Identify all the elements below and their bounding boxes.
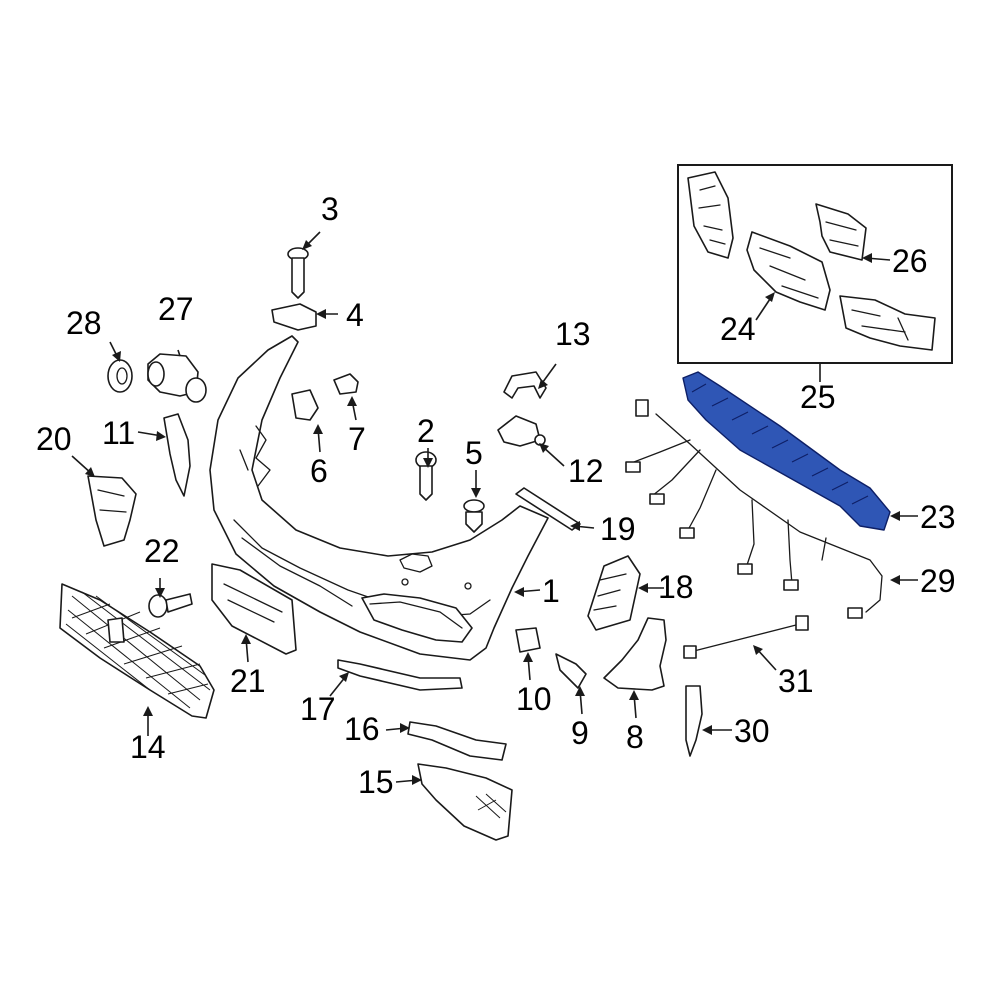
callout-3: 3	[321, 191, 339, 227]
part-18-grille-insert[interactable]	[587, 555, 641, 631]
part-7-stud[interactable]	[333, 373, 359, 395]
part-11-bracket[interactable]	[163, 413, 191, 497]
callout-31: 31	[778, 663, 814, 699]
callout-11: 11	[102, 415, 135, 451]
part-6-nut[interactable]	[291, 389, 319, 421]
callout-12: 12	[568, 453, 604, 489]
callout-20: 20	[36, 421, 72, 457]
part-14-lower-grille[interactable]	[59, 583, 215, 719]
callout-14: 14	[130, 729, 166, 765]
callout-25: 25	[800, 379, 836, 415]
callout-4: 4	[346, 297, 364, 333]
part-30-temp-sensor[interactable]	[685, 685, 703, 757]
part-4-clip[interactable]	[271, 303, 317, 331]
part-8-mount-bracket[interactable]	[603, 617, 667, 691]
callout-27: 27	[158, 291, 194, 327]
part-17-trim-strip[interactable]	[337, 659, 463, 691]
callout-7: 7	[348, 421, 366, 457]
part-28-sensor-ring[interactable]	[107, 359, 133, 393]
part-29-wiring-harness[interactable]	[625, 399, 883, 619]
callout-5: 5	[465, 435, 483, 471]
callout-6: 6	[310, 453, 328, 489]
inset-frame	[677, 164, 953, 364]
callout-labels: 1 2 3 4 5 6 7 8 9 10 11 12 13 14 15 16 1…	[36, 191, 956, 800]
callout-24: 24	[720, 311, 756, 347]
callout-13: 13	[555, 316, 591, 352]
part-15-fog-lamp-bezel[interactable]	[417, 763, 513, 841]
callout-30: 30	[734, 713, 770, 749]
callout-21: 21	[230, 663, 266, 699]
callout-10: 10	[516, 681, 552, 717]
callout-18: 18	[658, 569, 694, 605]
leader-lines	[71, 231, 918, 785]
part-21-license-plate-bracket[interactable]	[211, 563, 297, 655]
callout-26: 26	[892, 243, 928, 279]
callout-16: 16	[344, 711, 380, 747]
part-10-clip[interactable]	[515, 627, 541, 653]
part-5-clip[interactable]	[463, 499, 485, 533]
part-24-bracket[interactable]	[687, 171, 831, 311]
part-27-parking-sensor[interactable]	[147, 353, 207, 403]
part-23-impact-absorber[interactable]	[682, 371, 891, 531]
part-31-sensor-cable[interactable]	[683, 615, 809, 659]
part-16-trim-molding[interactable]	[407, 721, 507, 761]
callout-8: 8	[626, 719, 644, 755]
callout-23: 23	[920, 499, 956, 535]
part-9-screw[interactable]	[555, 653, 587, 689]
part-22-screw[interactable]	[148, 593, 193, 618]
callout-2: 2	[417, 413, 435, 449]
part-3-bolt[interactable]	[287, 247, 309, 299]
callout-9: 9	[571, 715, 589, 751]
part-1-bumper-cover[interactable]	[209, 335, 549, 661]
callout-1: 1	[542, 573, 560, 609]
part-26-bracket[interactable]	[815, 203, 936, 351]
callout-28: 28	[66, 305, 102, 341]
part-20-side-bracket[interactable]	[87, 475, 137, 547]
callout-29: 29	[920, 563, 956, 599]
part-12-sensor-holder[interactable]	[497, 415, 546, 447]
callout-17: 17	[300, 691, 336, 727]
callout-15: 15	[358, 764, 394, 800]
callout-19: 19	[600, 511, 636, 547]
part-13-bracket[interactable]	[503, 371, 547, 399]
callout-22: 22	[144, 533, 180, 569]
